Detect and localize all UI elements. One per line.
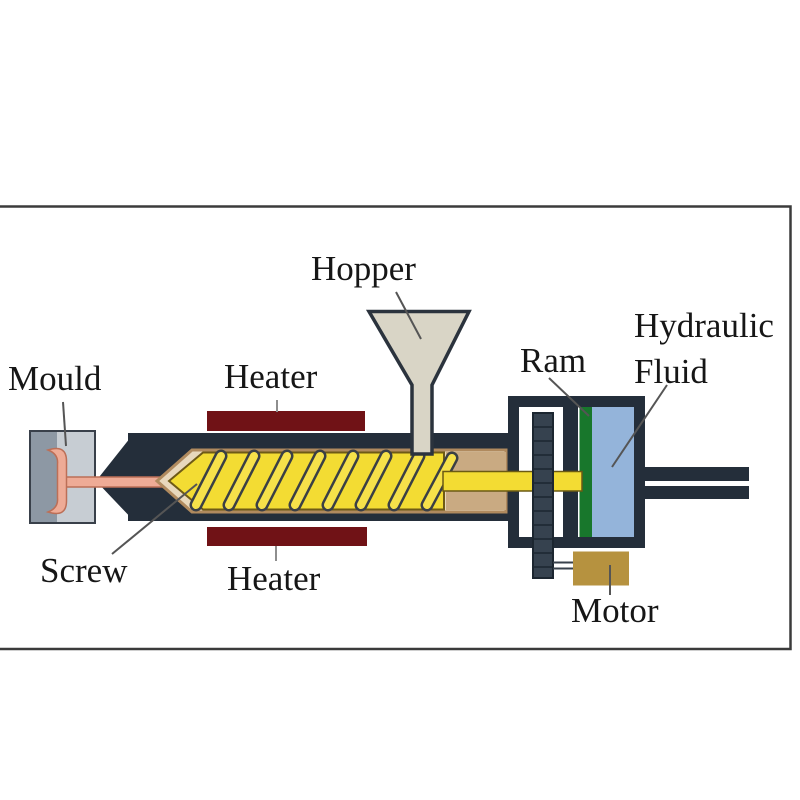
- hopper-funnel: [365, 309, 472, 456]
- pointer-lines: [62, 291, 668, 595]
- mould-cavity: [45, 447, 68, 515]
- mould-pointer: [62, 401, 67, 447]
- figure-border: [0, 205, 792, 651]
- screw-pointer: [111, 483, 198, 555]
- gear-teeth-lines: [533, 426, 553, 568]
- heater-band-bottom: [207, 527, 367, 546]
- label-mould: Mould: [8, 359, 102, 398]
- hydraulic-fluid: [592, 407, 634, 537]
- screw-flights: [189, 449, 459, 512]
- mould-left-half: [30, 431, 57, 523]
- ram-pointer: [548, 377, 590, 417]
- hopper-pointer: [395, 291, 422, 340]
- label-hopper: Hopper: [311, 249, 416, 288]
- label-motor: Motor: [571, 591, 659, 630]
- label-heater-bottom: Heater: [227, 559, 321, 598]
- motor-body: [573, 551, 629, 586]
- hydraulic-pointer: [611, 384, 668, 468]
- label-screw: Screw: [40, 551, 128, 590]
- piston-rod-top: [644, 467, 749, 481]
- label-hydraulic-fluid: Hydraulic Fluid: [634, 303, 774, 395]
- label-hydraulic-line1: Hydraulic: [634, 306, 774, 345]
- screw-shaft: [442, 470, 583, 492]
- label-hydraulic-line2: Fluid: [634, 352, 708, 391]
- label-ram: Ram: [520, 341, 587, 380]
- motor-coupling: [553, 561, 574, 570]
- piston-rod-bottom: [644, 486, 749, 499]
- heater-band-top: [207, 411, 365, 431]
- ram-piston: [579, 407, 592, 537]
- label-heater-top: Heater: [224, 357, 318, 396]
- drive-gear: [532, 412, 554, 579]
- flight-cores: [192, 452, 456, 509]
